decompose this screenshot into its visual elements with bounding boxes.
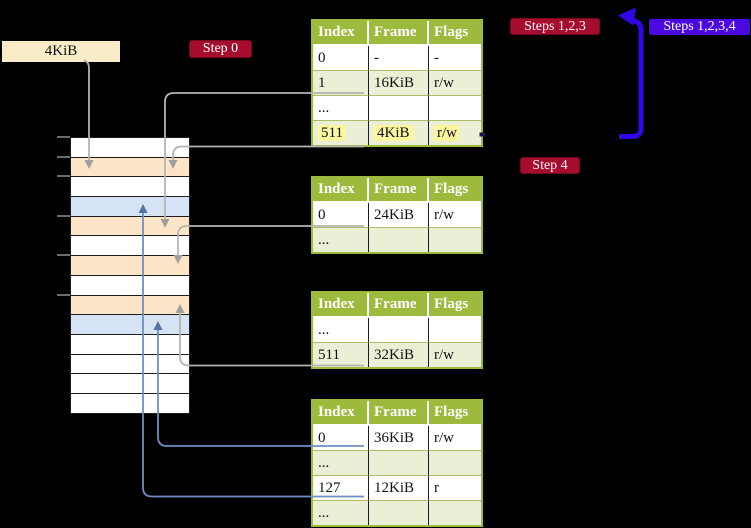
table-cell: 16KiB (369, 71, 429, 96)
table-cell: ... (313, 501, 369, 525)
table-cell (429, 451, 481, 476)
column-header-flags: Flags (429, 21, 481, 46)
recursive-loop-arrowhead (618, 7, 636, 26)
table-cell: r/w (429, 426, 481, 451)
table-cell (369, 318, 429, 343)
table-cell: r/w (429, 121, 481, 145)
table-cell: 0 (313, 203, 369, 228)
table-cell: 1 (313, 71, 369, 96)
table-cell: r/w (429, 343, 481, 367)
table-cell: ... (313, 318, 369, 343)
table-cell (429, 228, 481, 252)
table-cell (429, 318, 481, 343)
table-cell (369, 451, 429, 476)
table-cell: 0 (313, 46, 369, 71)
table-cell (429, 501, 481, 525)
memory-row-10 (71, 315, 189, 335)
frame-size-label: 4KiB (2, 41, 120, 62)
memory-row-13 (71, 374, 189, 394)
memory-row-3 (71, 177, 189, 198)
table-cell (369, 96, 429, 121)
table-cell: 127 (313, 476, 369, 501)
table-cell: ... (313, 228, 369, 252)
table-row: ... (313, 451, 481, 476)
column-header-index: Index (313, 401, 369, 426)
table-row: ... (313, 228, 481, 252)
column-header-frame: Frame (369, 293, 429, 318)
table-cell: 12KiB (369, 476, 429, 501)
table-cell: ... (313, 96, 369, 121)
highlighted-value: r/w (434, 124, 460, 141)
column-header-index: Index (313, 293, 369, 318)
memory-row-2 (71, 157, 189, 178)
column-header-frame: Frame (369, 178, 429, 203)
column-header-index: Index (313, 178, 369, 203)
table-cell: r/w (429, 71, 481, 96)
column-header-index: Index (313, 21, 369, 46)
memory-row-8 (71, 275, 189, 296)
table-cell: r/w (429, 203, 481, 228)
table-cell: 511 (313, 121, 369, 145)
table-cell (429, 96, 481, 121)
table-row: 511 4KiB r/w (313, 121, 481, 145)
arrow-table1-entry511-to-row2 (172, 145, 364, 161)
table-cell: r (429, 476, 481, 501)
column-header-flags: Flags (429, 401, 481, 426)
table-cell: 511 (313, 343, 369, 367)
column-header-frame: Frame (369, 401, 429, 426)
memory-tick-marks (57, 136, 70, 296)
steps-1-2-3-4-badge: Steps 1,2,3,4 (649, 19, 750, 35)
table-cell: 32KiB (369, 343, 429, 367)
highlighted-value: 4KiB (374, 124, 413, 141)
table-cell (369, 228, 429, 252)
memory-row-6 (71, 236, 189, 257)
table-cell: 24KiB (369, 203, 429, 228)
column-header-flags: Flags (429, 293, 481, 318)
table-cell: - (429, 46, 481, 71)
column-header-frame: Frame (369, 21, 429, 46)
table-cell: 36KiB (369, 426, 429, 451)
memory-row-4 (71, 197, 189, 217)
memory-row-9 (71, 295, 189, 316)
table-cell: - (369, 46, 429, 71)
recursive-loop-arrow (619, 18, 644, 139)
step-4-badge: Step 4 (520, 157, 580, 174)
memory-row-7 (71, 256, 189, 276)
table-row: ... (313, 501, 481, 525)
memory-row-5 (71, 216, 189, 237)
table-row: ... (313, 96, 481, 121)
table-row: ... (313, 318, 481, 343)
table-cell: ... (313, 451, 369, 476)
table-cell (369, 501, 429, 525)
memory-row-12 (71, 354, 189, 375)
physical-memory-column (70, 137, 190, 414)
table-row: 0-- (313, 46, 481, 71)
steps-1-2-3-badge: Steps 1,2,3 (510, 18, 600, 35)
memory-row-11 (71, 334, 189, 355)
table-cell: 0 (313, 426, 369, 451)
table-cell: 4KiB (369, 121, 429, 145)
memory-row-14 (71, 393, 189, 414)
step-0-badge: Step 0 (189, 40, 252, 58)
column-header-flags: Flags (429, 178, 481, 203)
memory-row-1 (71, 138, 189, 158)
highlighted-value: 511 (318, 124, 346, 141)
